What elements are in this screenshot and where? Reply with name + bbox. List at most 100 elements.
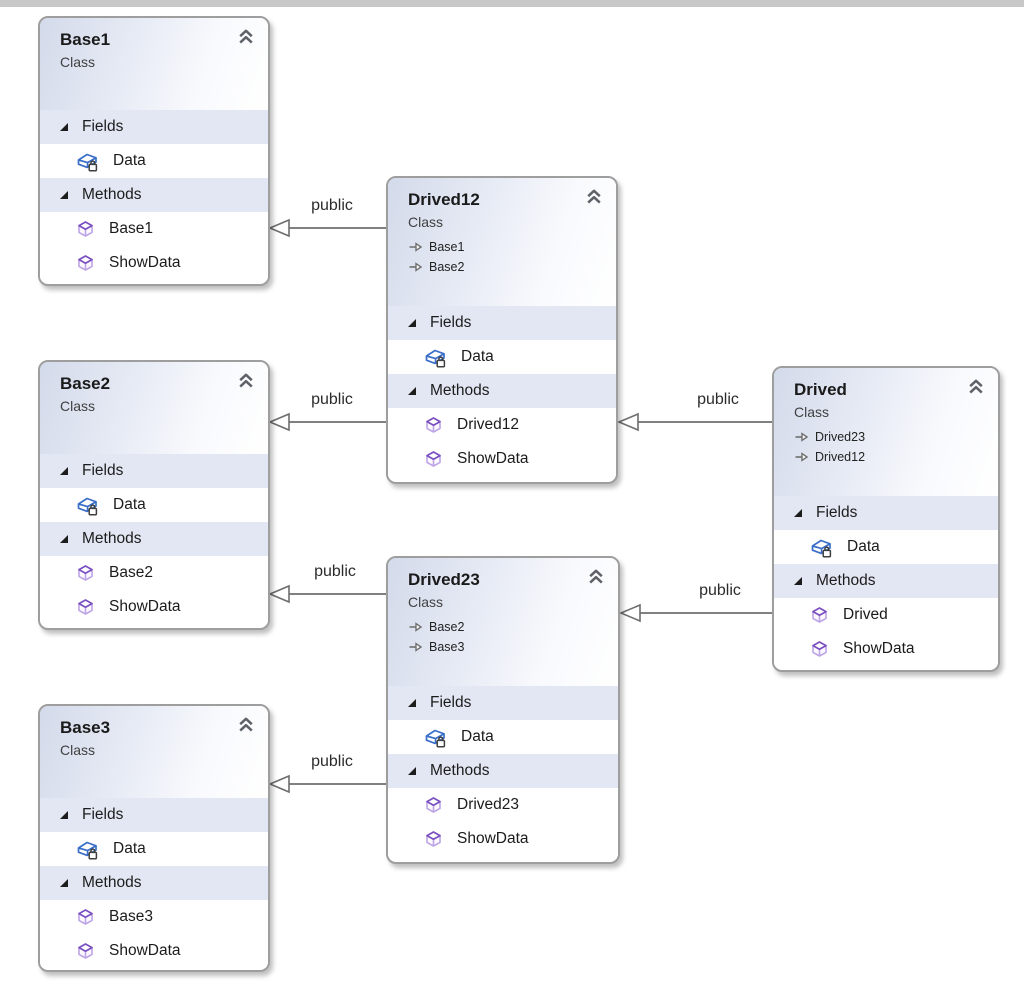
member-row-method[interactable]: Drived12	[388, 408, 616, 442]
expander-icon	[408, 387, 416, 395]
inherits-item[interactable]: Base2	[408, 258, 616, 275]
class-box-drived12[interactable]: Drived12 Class Base1 Base2	[386, 176, 618, 484]
inherits-item[interactable]: Base1	[408, 238, 616, 255]
member-row-field[interactable]: Data	[40, 488, 268, 522]
member-row-field[interactable]: Data	[388, 720, 618, 754]
member-row-method[interactable]: ShowData	[388, 442, 616, 476]
member-name: Data	[113, 496, 146, 513]
class-box-base3[interactable]: Base3 Class Fields Data	[38, 704, 270, 972]
member-row-method[interactable]: Drived	[774, 598, 998, 632]
connector-drived23-to-base2[interactable]	[267, 584, 386, 604]
member-row-method[interactable]: Base3	[40, 900, 268, 934]
connector-label[interactable]: public	[699, 582, 741, 599]
collapse-button[interactable]	[234, 372, 258, 392]
section-header-fields[interactable]: Fields	[40, 110, 268, 144]
class-kind: Class	[408, 214, 444, 230]
member-name: Data	[461, 348, 494, 365]
inherits-name: Drived23	[815, 429, 866, 444]
expander-icon	[408, 699, 416, 707]
section-header-methods[interactable]: Methods	[40, 178, 268, 212]
member-row-method[interactable]: ShowData	[388, 822, 618, 856]
inheritance-arrowhead-icon	[616, 412, 639, 432]
class-title: Base2	[60, 374, 111, 393]
connector-label[interactable]: public	[314, 563, 356, 580]
private-field-icon	[811, 539, 832, 558]
member-name: ShowData	[843, 640, 915, 657]
section-header-methods[interactable]: Methods	[40, 866, 268, 900]
section-label: Fields	[430, 694, 472, 711]
member-row-method[interactable]: Base1	[40, 212, 268, 246]
method-icon	[426, 416, 441, 433]
class-kind: Class	[794, 404, 830, 420]
collapse-button[interactable]	[234, 716, 258, 736]
method-icon	[78, 220, 93, 237]
member-row-method[interactable]: ShowData	[40, 934, 268, 968]
member-name: ShowData	[457, 830, 529, 847]
collapse-button[interactable]	[584, 568, 608, 588]
inherits-name: Base2	[429, 259, 465, 274]
section-label: Methods	[82, 874, 142, 891]
section-header-fields[interactable]: Fields	[40, 454, 268, 488]
member-row-method[interactable]: ShowData	[774, 632, 998, 666]
inherits-name: Base3	[429, 639, 465, 654]
class-header: Base1 Class	[40, 18, 268, 110]
expander-icon	[794, 509, 802, 517]
member-row-field[interactable]: Data	[40, 832, 268, 866]
private-field-icon	[77, 841, 98, 860]
connector-drived-to-drived12[interactable]	[616, 412, 772, 432]
member-row-method[interactable]: ShowData	[40, 590, 268, 624]
class-box-base2[interactable]: Base2 Class Fields Data	[38, 360, 270, 630]
chevron-double-up-icon	[239, 373, 253, 388]
section-header-methods[interactable]: Methods	[388, 374, 616, 408]
connector-label[interactable]: public	[697, 391, 739, 408]
member-row-method[interactable]: Base2	[40, 556, 268, 590]
member-name: ShowData	[109, 598, 181, 615]
class-box-drived[interactable]: Drived Class Drived23 Drived12	[772, 366, 1000, 672]
connector-label[interactable]: public	[311, 391, 353, 408]
section-header-methods[interactable]: Methods	[774, 564, 998, 598]
class-title: Drived12	[408, 190, 480, 209]
section-header-methods[interactable]: Methods	[388, 754, 618, 788]
connector-drived-to-drived23[interactable]	[618, 603, 772, 623]
inherits-item[interactable]: Base3	[408, 638, 618, 655]
private-field-icon	[77, 153, 98, 172]
member-row-method[interactable]: Drived23	[388, 788, 618, 822]
class-box-base1[interactable]: Base1 Class Fields Data	[38, 16, 270, 286]
member-row-field[interactable]: Data	[388, 340, 616, 374]
class-kind: Class	[408, 594, 444, 610]
method-icon	[78, 908, 93, 925]
member-row-method[interactable]: ShowData	[40, 246, 268, 280]
section-header-methods[interactable]: Methods	[40, 522, 268, 556]
expander-icon	[60, 811, 68, 819]
member-name: Drived23	[457, 796, 520, 813]
chevron-double-up-icon	[589, 569, 603, 584]
collapse-button[interactable]	[234, 28, 258, 48]
connector-drived12-to-base1[interactable]	[267, 218, 386, 238]
connector-label[interactable]: public	[311, 753, 353, 770]
expander-icon	[60, 467, 68, 475]
expander-icon	[408, 319, 416, 327]
member-row-field[interactable]: Data	[774, 530, 998, 564]
connector-drived12-to-base2[interactable]	[267, 412, 386, 432]
inherits-item[interactable]: Drived12	[794, 448, 998, 465]
class-box-drived23[interactable]: Drived23 Class Base2 Base3	[386, 556, 620, 864]
inherits-item[interactable]: Base2	[408, 618, 618, 635]
class-header: Base3 Class	[40, 706, 268, 798]
collapse-button[interactable]	[964, 378, 988, 398]
member-name: Data	[461, 728, 494, 745]
connector-label[interactable]: public	[311, 197, 353, 214]
section-label: Fields	[816, 504, 858, 521]
section-header-fields[interactable]: Fields	[774, 496, 998, 530]
connector-drived23-to-base3[interactable]	[267, 774, 386, 794]
collapse-button[interactable]	[582, 188, 606, 208]
section-label: Methods	[430, 382, 490, 399]
section-header-fields[interactable]: Fields	[388, 686, 618, 720]
method-icon	[78, 254, 93, 271]
section-label: Methods	[82, 530, 142, 547]
member-row-field[interactable]: Data	[40, 144, 268, 178]
method-icon	[812, 606, 827, 623]
section-header-fields[interactable]: Fields	[388, 306, 616, 340]
section-header-fields[interactable]: Fields	[40, 798, 268, 832]
inherits-item[interactable]: Drived23	[794, 428, 998, 445]
class-header: Drived Class Drived23 Drived12	[774, 368, 998, 496]
